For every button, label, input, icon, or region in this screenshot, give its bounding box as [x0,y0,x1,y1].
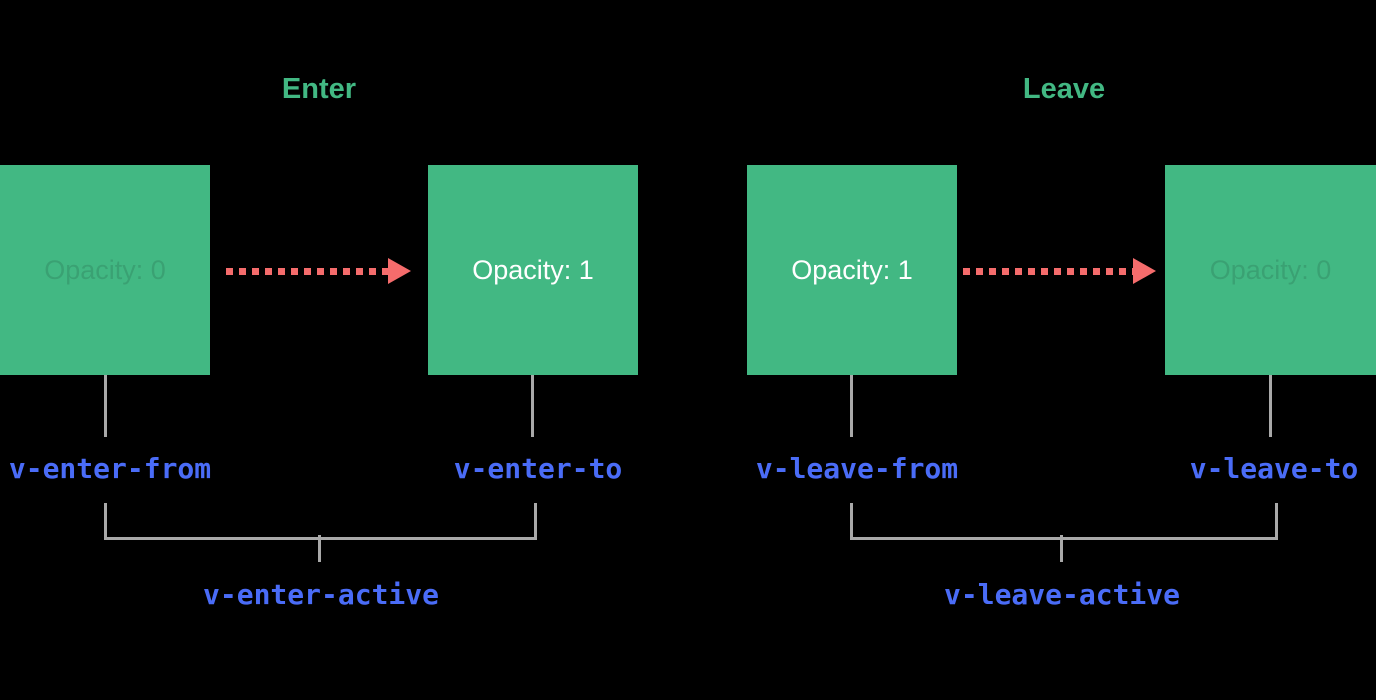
leave-to-box-opacity-label: Opacity: 0 [1209,255,1332,285]
enter-active-bracket-stem [318,535,321,562]
arrow-head-icon [1133,258,1156,284]
leave-from-box-opacity-label: Opacity: 1 [791,255,913,285]
arrow-dashes [226,268,390,275]
enter-from-box-opacity-label: Opacity: 0 [44,255,166,285]
arrow-dashes [963,268,1133,275]
connector-line-leave-to [1269,375,1272,437]
leave-section-title: Leave [1022,73,1106,105]
leave-active-bracket-stem [1060,535,1063,562]
leave-to-box: Opacity: 0 [1165,165,1376,375]
enter-to-class-label: v-enter-to [453,452,623,485]
leave-to-class-label: v-leave-to [1189,452,1359,485]
enter-to-box-opacity-label: Opacity: 1 [472,255,594,285]
connector-line-leave-from [850,375,853,437]
connector-line-enter-from [104,375,107,437]
enter-to-box: Opacity: 1 [428,165,638,375]
leave-from-class-label: v-leave-from [755,452,959,485]
connector-line-enter-to [531,375,534,437]
leave-active-class-label: v-leave-active [943,578,1181,611]
enter-from-class-label: v-enter-from [8,452,212,485]
enter-from-box: Opacity: 0 [0,165,210,375]
arrow-head-icon [388,258,411,284]
enter-active-class-label: v-enter-active [202,578,440,611]
leave-active-bracket [850,503,1278,540]
enter-section-title: Enter [281,73,357,105]
leave-from-box: Opacity: 1 [747,165,957,375]
